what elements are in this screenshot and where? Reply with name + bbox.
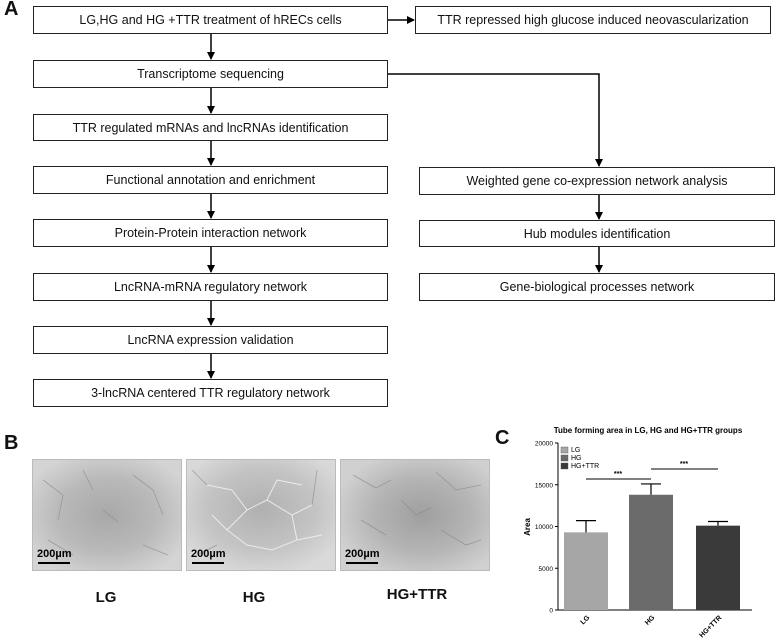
box-functional-annotation: Functional annotation and enrichment [33, 166, 388, 194]
x-tick-label: LG [580, 614, 592, 626]
bar-hg [629, 494, 673, 610]
box-transcriptome-sequencing: Transcriptome sequencing [33, 60, 388, 88]
scale-bar [38, 562, 70, 564]
micro-label-lg: LG [95, 589, 117, 606]
significance-label: *** [680, 461, 688, 468]
box-lncrna-mrna-network: LncRNA-mRNA regulatory network [33, 273, 388, 301]
micro-label-hg-ttr: HG+TTR [386, 586, 448, 603]
box-neovascularization: TTR repressed high glucose induced neova… [415, 6, 771, 34]
legend-label: HG+TTR [571, 463, 599, 470]
legend-label: HG [571, 455, 582, 462]
x-tick-label: HG+TTR [699, 614, 724, 639]
box-expression-validation: LncRNA expression validation [33, 326, 388, 354]
y-tick-label: 15000 [535, 482, 553, 489]
y-tick-label: 20000 [535, 441, 553, 448]
legend-swatch [560, 462, 569, 470]
box-identification: TTR regulated mRNAs and lncRNAs identifi… [33, 114, 388, 141]
micrograph-lg: 200µm [32, 459, 182, 571]
scale-bar [346, 562, 378, 564]
scale-label: 200µm [37, 548, 72, 560]
y-axis-label: Area [523, 518, 532, 536]
significance-label: *** [614, 471, 622, 478]
legend-swatch [560, 446, 569, 454]
y-tick-label: 5000 [539, 566, 554, 573]
panel-letter-b: B [4, 432, 19, 454]
panel-letter-a: A [4, 0, 19, 20]
x-tick-label: HG [644, 614, 657, 627]
legend-label: LG [571, 447, 580, 454]
micrograph-hg-ttr: 200µm [340, 459, 490, 571]
y-tick-label: 10000 [535, 524, 553, 531]
scale-label: 200µm [345, 548, 380, 560]
box-centered-network: 3-lncRNA centered TTR regulatory network [33, 379, 388, 407]
micrograph-hg: 200µm [186, 459, 336, 571]
scale-bar [192, 562, 224, 564]
bar-lg [564, 532, 608, 610]
box-hub-modules: Hub modules identification [419, 220, 775, 247]
chart-title: Tube forming area in LG, HG and HG+TTR g… [554, 426, 743, 435]
scale-label: 200µm [191, 548, 226, 560]
micro-label-hg: HG [242, 589, 266, 606]
bar-hgttr [696, 525, 740, 610]
panel-letter-c: C [495, 427, 510, 449]
y-tick-label: 0 [549, 608, 553, 615]
legend-swatch [560, 454, 569, 462]
box-treatment: LG,HG and HG +TTR treatment of hRECs cel… [33, 6, 388, 34]
box-ppi-network: Protein-Protein interaction network [33, 219, 388, 247]
box-wgcna: Weighted gene co-expression network anal… [419, 167, 775, 195]
box-gene-biological-network: Gene-biological processes network [419, 273, 775, 301]
